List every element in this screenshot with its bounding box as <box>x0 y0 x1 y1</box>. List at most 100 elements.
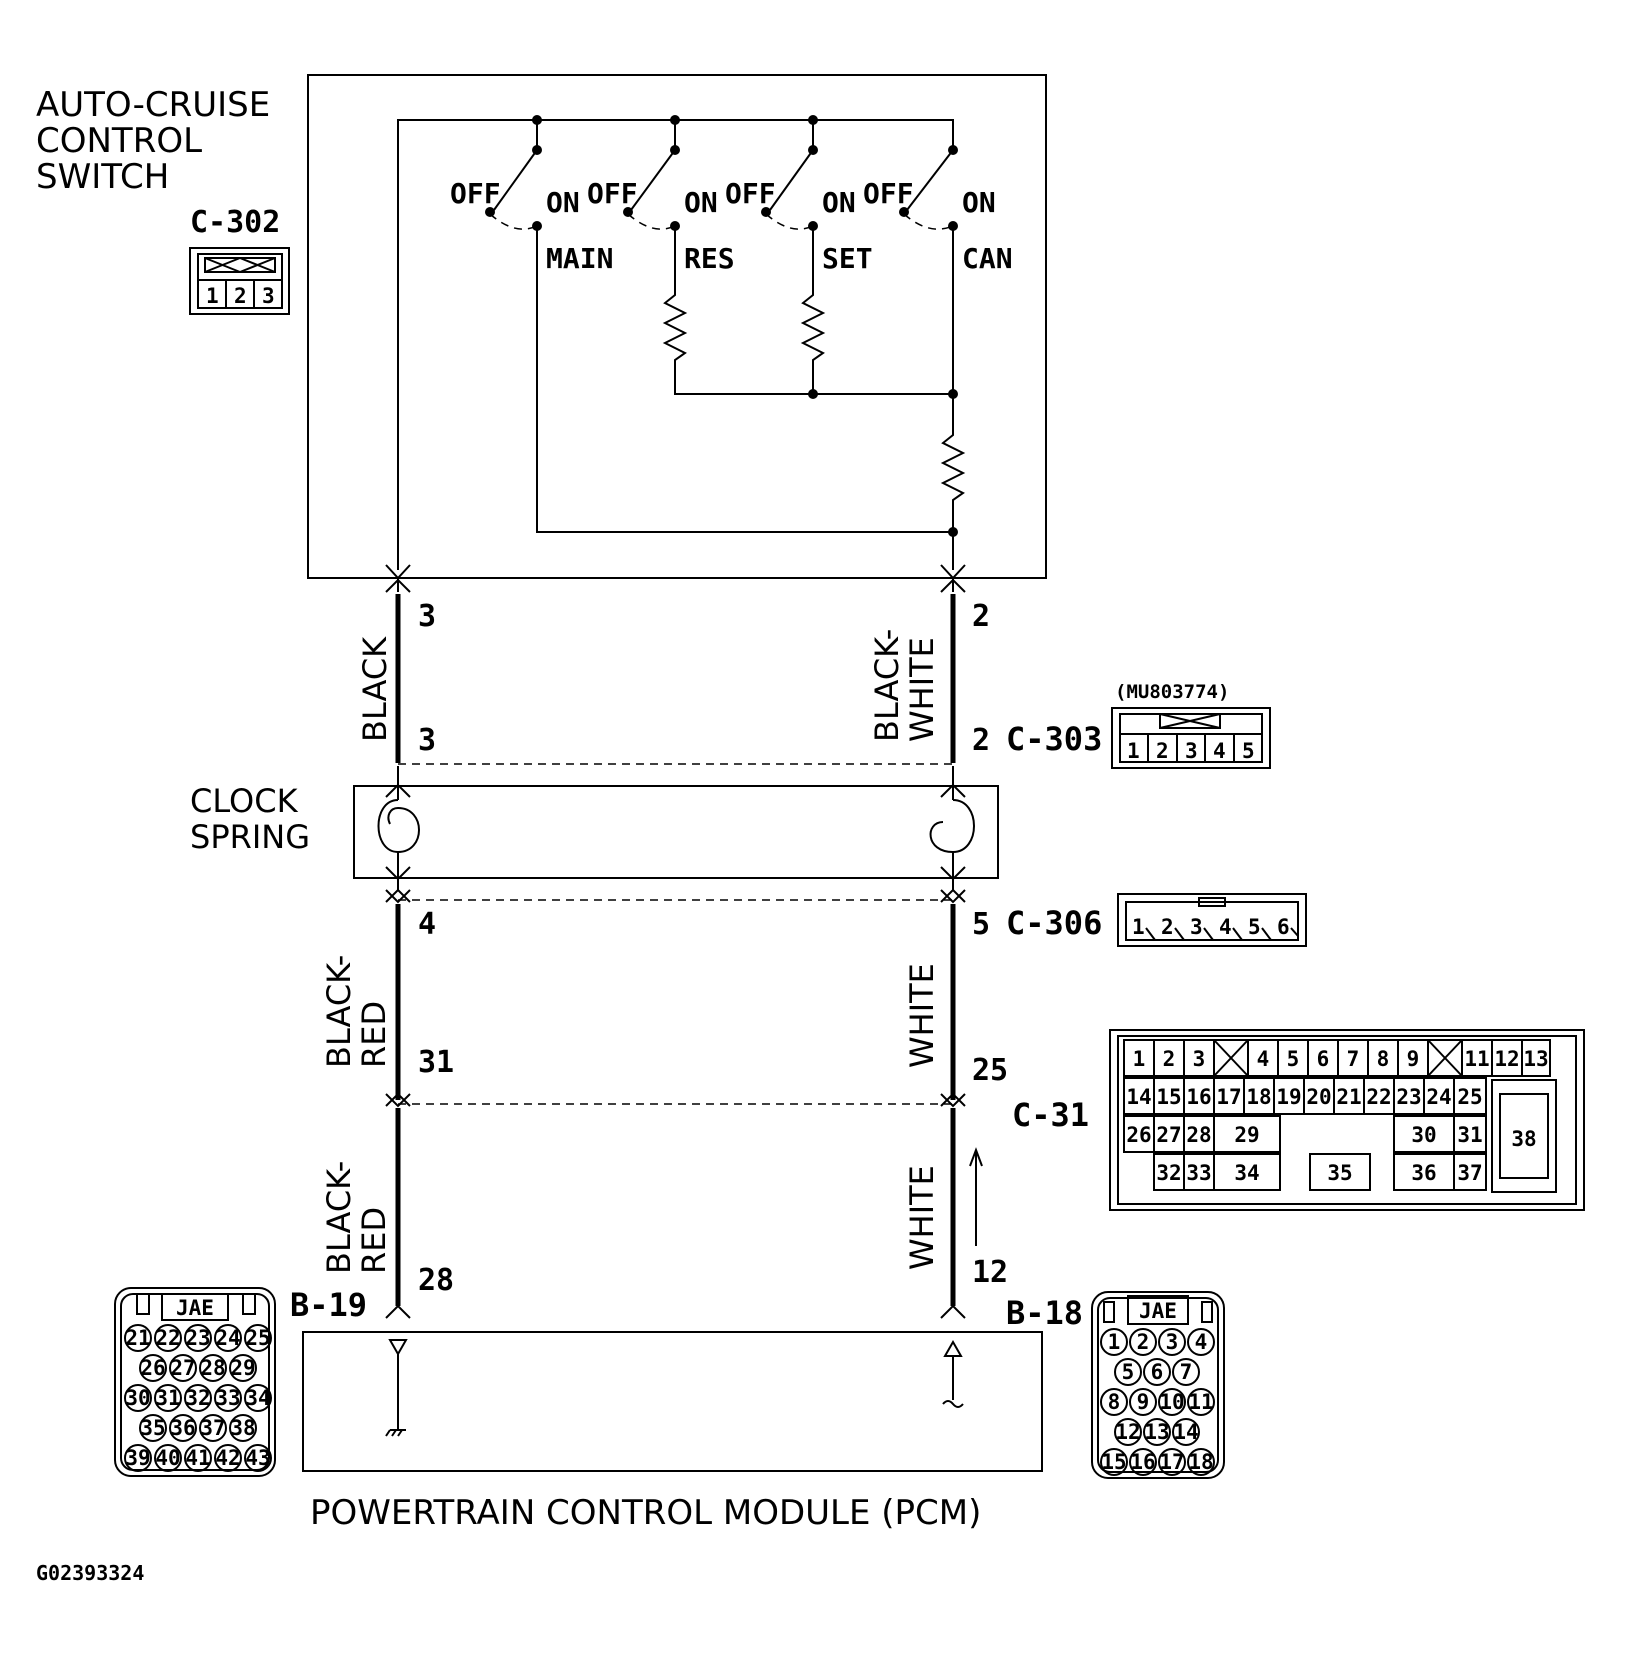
svg-text:4: 4 <box>1213 739 1226 763</box>
can-switch-label: CAN <box>962 242 1013 275</box>
wire-color-black-white-2: WHITE <box>903 637 941 742</box>
connector-pin: 2 <box>1137 1330 1150 1354</box>
connector-pin: 30 <box>1411 1123 1436 1147</box>
connector-pin: 15 <box>1156 1085 1181 1109</box>
connector-pin: 22 <box>155 1326 180 1350</box>
pin-c31-right: 25 <box>972 1053 1008 1088</box>
wire-color-black: BLACK <box>356 636 394 742</box>
connector-pin: 5 <box>1287 1047 1300 1071</box>
connector-pin: 16 <box>1130 1450 1155 1474</box>
pin-c303-right: 2 <box>972 723 990 758</box>
connector-pin: 28 <box>1186 1123 1211 1147</box>
c31-label: C-31 <box>1012 1096 1089 1134</box>
connector-pin: 32 <box>185 1386 210 1410</box>
wire-color-black-red-mid-2: RED <box>355 1001 393 1068</box>
connector-pin: 35 <box>140 1416 165 1440</box>
connector-pin: 36 <box>170 1416 195 1440</box>
connector-pin: 6 <box>1151 1360 1164 1384</box>
connector-pin: 31 <box>155 1386 180 1410</box>
c302-connector-icon: 1 2 3 <box>189 247 290 315</box>
main-on-label: ON <box>546 186 580 219</box>
c306-label: C-306 <box>1006 904 1102 942</box>
connector-pin: 8 <box>1377 1047 1390 1071</box>
connector-pin: 1 <box>1133 1047 1146 1071</box>
res-on-label: ON <box>684 186 718 219</box>
connector-pin: 11 <box>1188 1390 1213 1414</box>
pin-switch-right: 2 <box>972 599 990 634</box>
wire-color-black-white-1: BLACK- <box>868 629 906 742</box>
connector-pin: 41 <box>185 1446 210 1470</box>
connector-pin: 20 <box>1306 1085 1331 1109</box>
can-on-label: ON <box>962 186 996 219</box>
connector-pin: 29 <box>1234 1123 1259 1147</box>
pin-pcm-right: 12 <box>972 1255 1008 1290</box>
pin-switch-left: 3 <box>418 599 436 634</box>
connector-pin: 43 <box>245 1446 270 1470</box>
connector-pin: 36 <box>1411 1161 1436 1185</box>
c303-connector-icon: 1 2 3 4 5 <box>1111 707 1271 769</box>
svg-text:2: 2 <box>1156 739 1169 763</box>
svg-text:JAE: JAE <box>1139 1299 1177 1323</box>
c303-label: C-303 <box>1006 720 1102 758</box>
connector-pin: 34 <box>245 1386 270 1410</box>
connector-pin: 35 <box>1327 1161 1352 1185</box>
pcm-label: POWERTRAIN CONTROL MODULE (PCM) <box>310 1493 981 1533</box>
connector-pin: 6 <box>1317 1047 1330 1071</box>
switch-terminal-right <box>940 564 966 580</box>
connector-pin: 32 <box>1156 1161 1181 1185</box>
svg-text:4: 4 <box>1219 915 1232 939</box>
connector-pin: 18 <box>1246 1085 1271 1109</box>
svg-text:JAE: JAE <box>176 1296 214 1320</box>
connector-pin: 23 <box>1396 1085 1421 1109</box>
switch-title-line-2: CONTROL <box>36 121 202 161</box>
connector-pin: 40 <box>155 1446 180 1470</box>
connector-pin: 11 <box>1464 1047 1489 1071</box>
pcm-internal-circuit <box>385 1339 964 1437</box>
connector-pin: 37 <box>200 1416 225 1440</box>
svg-text:5: 5 <box>1242 739 1255 763</box>
connector-pin: 15 <box>1101 1450 1126 1474</box>
set-switch-label: SET <box>822 242 873 275</box>
svg-text:3: 3 <box>262 284 275 308</box>
connector-pin: 10 <box>1159 1390 1184 1414</box>
wire-color-black-red-mid-1: BLACK- <box>320 955 358 1068</box>
svg-text:6: 6 <box>1277 915 1290 939</box>
connector-pin: 25 <box>1457 1085 1482 1109</box>
clock-spring-label-1: CLOCK <box>190 782 299 820</box>
connector-pin: 17 <box>1159 1450 1184 1474</box>
switch-terminal-left <box>385 564 411 580</box>
pin-c306-right: 5 <box>972 907 990 942</box>
b18-label: B-18 <box>1006 1294 1083 1332</box>
connector-pin: 3 <box>1166 1330 1179 1354</box>
connector-pin: 31 <box>1457 1123 1482 1147</box>
connector-pin: 4 <box>1195 1330 1208 1354</box>
svg-text:1: 1 <box>206 284 219 308</box>
c303-part-number: (MU803774) <box>1115 681 1229 703</box>
connector-pin: 28 <box>200 1356 225 1380</box>
connector-pin: 13 <box>1523 1047 1548 1071</box>
connector-pin: 23 <box>185 1326 210 1350</box>
res-switch-label: RES <box>684 242 735 275</box>
auto-cruise-switch-box <box>307 74 1047 579</box>
connector-pin: 13 <box>1144 1420 1169 1444</box>
connector-pin: 38 <box>1511 1127 1536 1151</box>
connector-pin: 8 <box>1108 1390 1121 1414</box>
connector-pin: 27 <box>1156 1123 1181 1147</box>
connector-pin: 21 <box>1336 1085 1361 1109</box>
connector-pin: 9 <box>1407 1047 1420 1071</box>
figure-id: G02393324 <box>36 1561 144 1585</box>
connector-pin: 12 <box>1115 1420 1140 1444</box>
connector-pin: 29 <box>230 1356 255 1380</box>
connector-pin: 2 <box>1163 1047 1176 1071</box>
connector-pin: 26 <box>140 1356 165 1380</box>
connector-pin: 33 <box>215 1386 240 1410</box>
svg-text:1: 1 <box>1132 915 1145 939</box>
main-switch-label: MAIN <box>546 242 613 275</box>
switch-circuit <box>397 115 966 570</box>
clock-spring-coils <box>377 766 975 890</box>
b19-label: B-19 <box>290 1286 367 1324</box>
pcm-box <box>302 1331 1043 1472</box>
pin-c306-left: 4 <box>418 907 436 942</box>
